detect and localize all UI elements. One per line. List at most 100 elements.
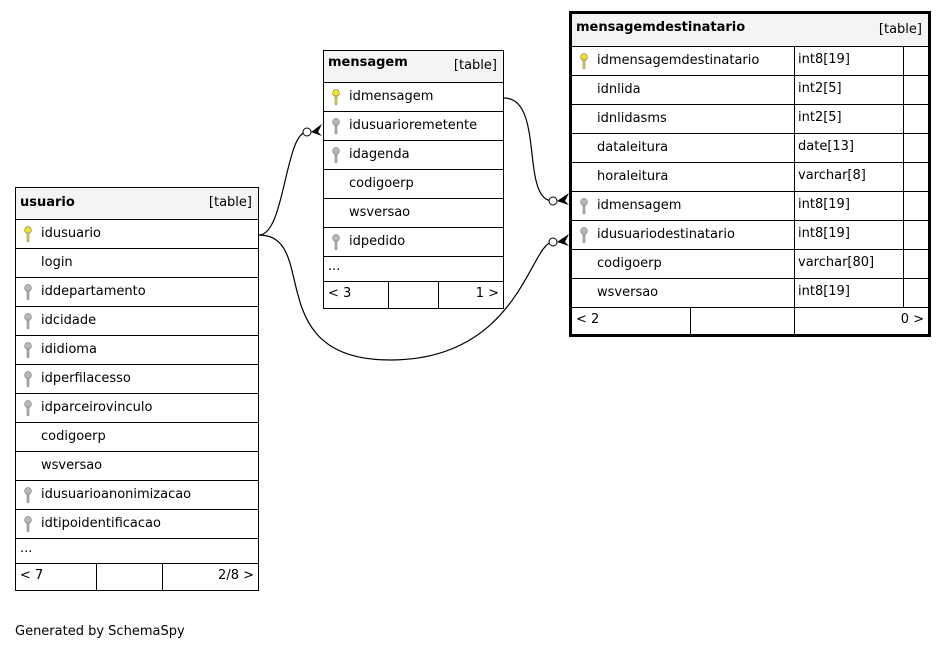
column-row[interactable]: idmensagem bbox=[324, 83, 503, 112]
column-type: date[13] bbox=[794, 134, 904, 162]
table-header: mensagemdestinatario [table] bbox=[572, 14, 928, 47]
table-name: mensagem bbox=[328, 55, 408, 70]
link-mensagem-mensagemdestinatario bbox=[503, 97, 554, 202]
children-count: 1 > bbox=[475, 286, 499, 301]
foreign-key-icon bbox=[23, 400, 33, 417]
foreign-key-icon bbox=[579, 227, 589, 244]
column-row[interactable]: codigoerp varchar[80] bbox=[572, 250, 928, 279]
column-type: varchar[80] bbox=[794, 250, 904, 278]
table-mensagem[interactable]: mensagem [table] idmensagem idusuarioreme… bbox=[323, 50, 504, 309]
column-row[interactable]: idagenda bbox=[324, 141, 503, 170]
children-link[interactable]: 0 > bbox=[794, 308, 928, 334]
column-row[interactable]: codigoerp bbox=[324, 170, 503, 199]
column-extra-cell bbox=[903, 76, 929, 104]
table-footer: < 7 2/8 > bbox=[16, 564, 258, 590]
parents-count: < 3 bbox=[328, 286, 352, 301]
foreign-key-icon bbox=[579, 198, 589, 215]
column-name: idmensagem bbox=[349, 89, 434, 104]
foreign-key-icon bbox=[331, 118, 341, 135]
column-name: wsversao bbox=[41, 458, 103, 473]
parents-link[interactable]: < 3 bbox=[324, 282, 388, 308]
column-type: int8[19] bbox=[794, 47, 904, 75]
column-row[interactable]: idtipoidentificacao bbox=[16, 510, 258, 539]
column-type: int8[19] bbox=[794, 192, 904, 220]
parents-count: < 2 bbox=[576, 312, 600, 327]
table-header: usuario [table] bbox=[16, 188, 258, 220]
column-extra-cell bbox=[903, 250, 929, 278]
column-name: wsversao bbox=[349, 205, 411, 220]
column-row[interactable]: login bbox=[16, 249, 258, 278]
foreign-key-icon bbox=[23, 487, 33, 504]
column-row[interactable]: idpedido bbox=[324, 228, 503, 257]
column-extra-cell bbox=[903, 221, 929, 249]
foreign-key-icon bbox=[331, 234, 341, 251]
column-row[interactable]: wsversao bbox=[16, 452, 258, 481]
table-kind: [table] bbox=[453, 58, 497, 73]
column-extra-cell bbox=[903, 105, 929, 133]
column-name: idnlida bbox=[597, 82, 641, 97]
ellipsis: ... bbox=[20, 541, 33, 556]
column-name: idagenda bbox=[349, 147, 410, 162]
column-row[interactable]: idperfilacesso bbox=[16, 365, 258, 394]
column-row[interactable]: idmensagem int8[19] bbox=[572, 192, 928, 221]
parents-count: < 7 bbox=[20, 568, 44, 583]
column-name: idpedido bbox=[349, 234, 406, 249]
column-name: idtipoidentificacao bbox=[41, 516, 161, 531]
foreign-key-icon bbox=[23, 313, 33, 330]
column-name: idusuariodestinatario bbox=[597, 227, 735, 242]
column-name: iddepartamento bbox=[41, 284, 146, 299]
column-name: idmensagem bbox=[597, 198, 682, 213]
link-usuario-mensagem bbox=[258, 131, 308, 236]
table-footer: < 2 0 > bbox=[572, 308, 928, 334]
link-arrowhead bbox=[557, 193, 569, 205]
table-name: mensagemdestinatario bbox=[576, 20, 746, 35]
column-row[interactable]: iddepartamento bbox=[16, 278, 258, 307]
table-mensagemdestinatario[interactable]: mensagemdestinatario [table] idmensagemd… bbox=[569, 11, 931, 337]
column-extra-cell bbox=[903, 163, 929, 191]
more-columns-row: ... bbox=[324, 257, 503, 282]
column-extra-cell bbox=[903, 134, 929, 162]
parents-link[interactable]: < 7 bbox=[16, 564, 96, 590]
children-link[interactable]: 1 > bbox=[438, 282, 503, 308]
column-name: ididioma bbox=[41, 342, 97, 357]
footer-middle-cell bbox=[388, 282, 438, 308]
footer-middle-cell bbox=[690, 308, 794, 334]
column-row[interactable]: idusuarioremetente bbox=[324, 112, 503, 141]
column-name: codigoerp bbox=[597, 256, 662, 271]
column-type: int8[19] bbox=[794, 221, 904, 249]
foreign-key-icon bbox=[23, 371, 33, 388]
link-endpoint-circle bbox=[548, 237, 558, 247]
link-arrowhead bbox=[311, 124, 322, 136]
column-extra-cell bbox=[903, 192, 929, 220]
generator-credit: Generated by SchemaSpy bbox=[15, 624, 185, 639]
parents-link[interactable]: < 2 bbox=[572, 308, 690, 334]
column-row[interactable]: wsversao bbox=[324, 199, 503, 228]
ellipsis: ... bbox=[328, 259, 341, 274]
primary-key-icon bbox=[331, 89, 341, 106]
column-row[interactable]: idusuarioanonimizacao bbox=[16, 481, 258, 510]
column-name: codigoerp bbox=[349, 176, 414, 191]
foreign-key-icon bbox=[23, 342, 33, 359]
table-name: usuario bbox=[20, 195, 75, 210]
children-count: 2/8 > bbox=[218, 568, 254, 583]
column-row[interactable]: idusuario bbox=[16, 220, 258, 249]
table-kind: [table] bbox=[208, 195, 252, 210]
column-row[interactable]: codigoerp bbox=[16, 423, 258, 452]
column-row[interactable]: idparceirovinculo bbox=[16, 394, 258, 423]
children-link[interactable]: 2/8 > bbox=[162, 564, 258, 590]
column-row[interactable]: idusuariodestinatario int8[19] bbox=[572, 221, 928, 250]
link-endpoint-circle bbox=[548, 196, 558, 206]
foreign-key-icon bbox=[23, 284, 33, 301]
column-row[interactable]: ididioma bbox=[16, 336, 258, 365]
column-list: idmensagem idusuarioremetente idagenda codi… bbox=[324, 83, 503, 257]
table-header: mensagem [table] bbox=[324, 51, 503, 83]
column-row[interactable]: idcidade bbox=[16, 307, 258, 336]
